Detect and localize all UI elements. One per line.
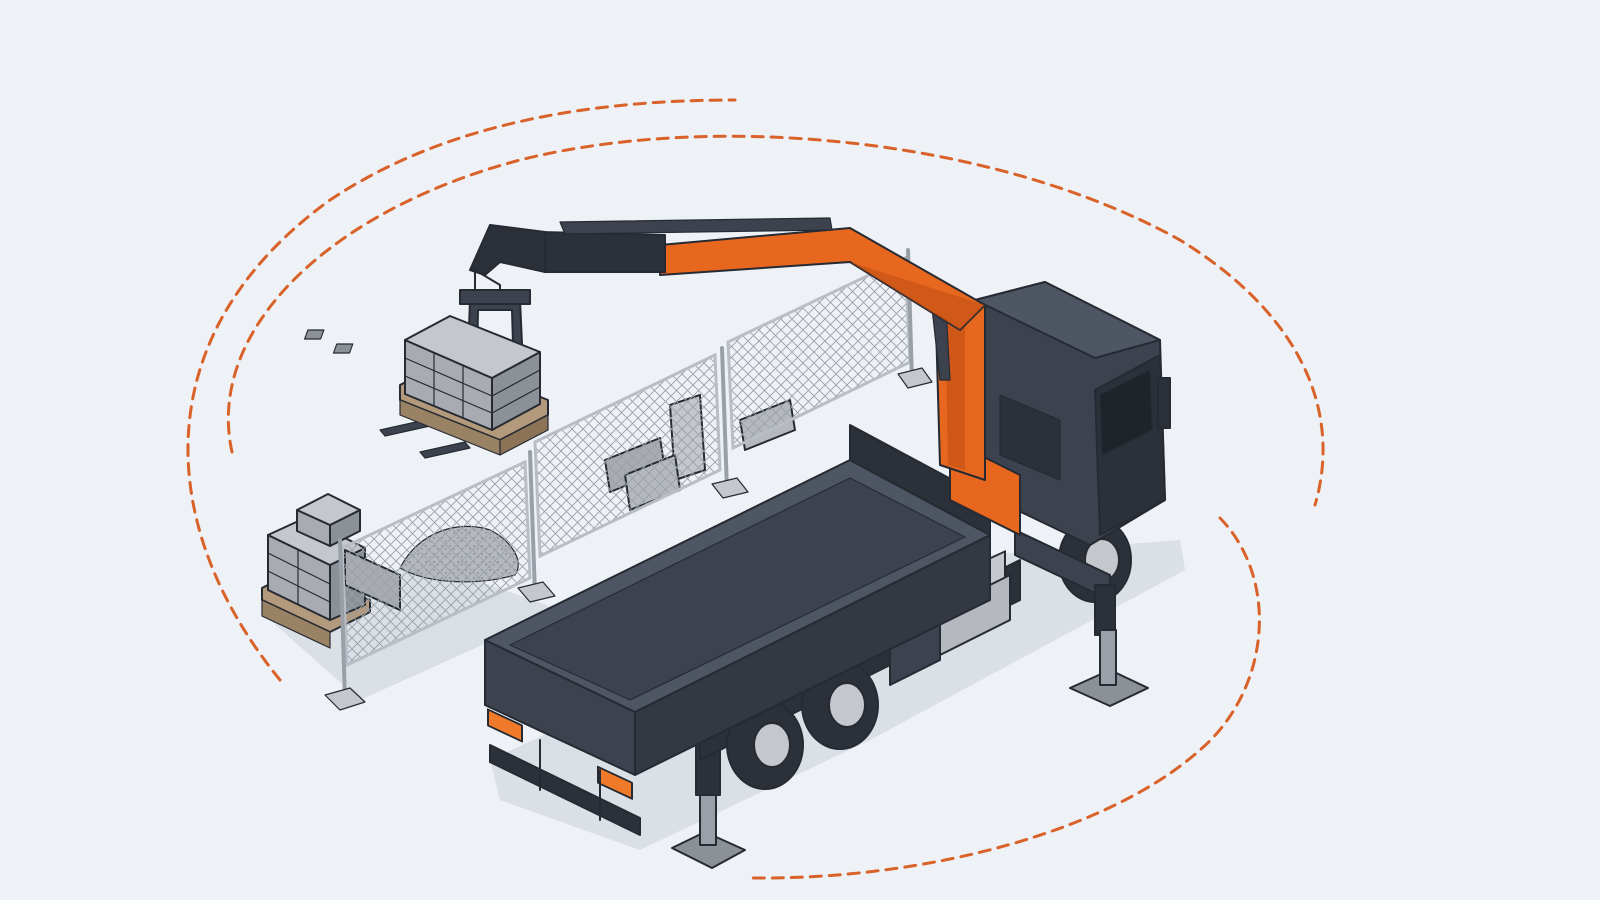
fence-feet <box>324 367 933 711</box>
swing-radius-icon <box>186 98 1325 880</box>
front-swing-arc <box>748 516 1261 880</box>
fence-panel <box>726 255 912 451</box>
knuckle-boom-crane-icon <box>469 217 1021 536</box>
inner-swing-arc <box>226 134 1325 507</box>
rear-wheel <box>726 700 804 790</box>
rear-bumper <box>487 708 641 836</box>
cab-window <box>1099 369 1153 456</box>
stabilizer-leg-icon <box>1069 629 1149 707</box>
fence-panel <box>340 459 532 668</box>
flatbed <box>484 424 991 776</box>
fence-panel <box>533 352 722 559</box>
jib-tip <box>469 224 546 276</box>
side-mirror <box>1157 377 1171 429</box>
truck-cab <box>974 281 1171 546</box>
boom-extension <box>539 231 666 273</box>
concrete-block-pallet-icon <box>303 315 549 456</box>
suspended-pallet <box>303 261 549 459</box>
rear-lamp-left <box>487 708 523 743</box>
crane-truck-icon <box>469 217 1171 869</box>
front-outrigger <box>1014 529 1116 636</box>
construction-fence-icon <box>324 248 933 711</box>
outer-swing-arc <box>186 98 737 682</box>
rear-lamp-right <box>597 765 633 800</box>
